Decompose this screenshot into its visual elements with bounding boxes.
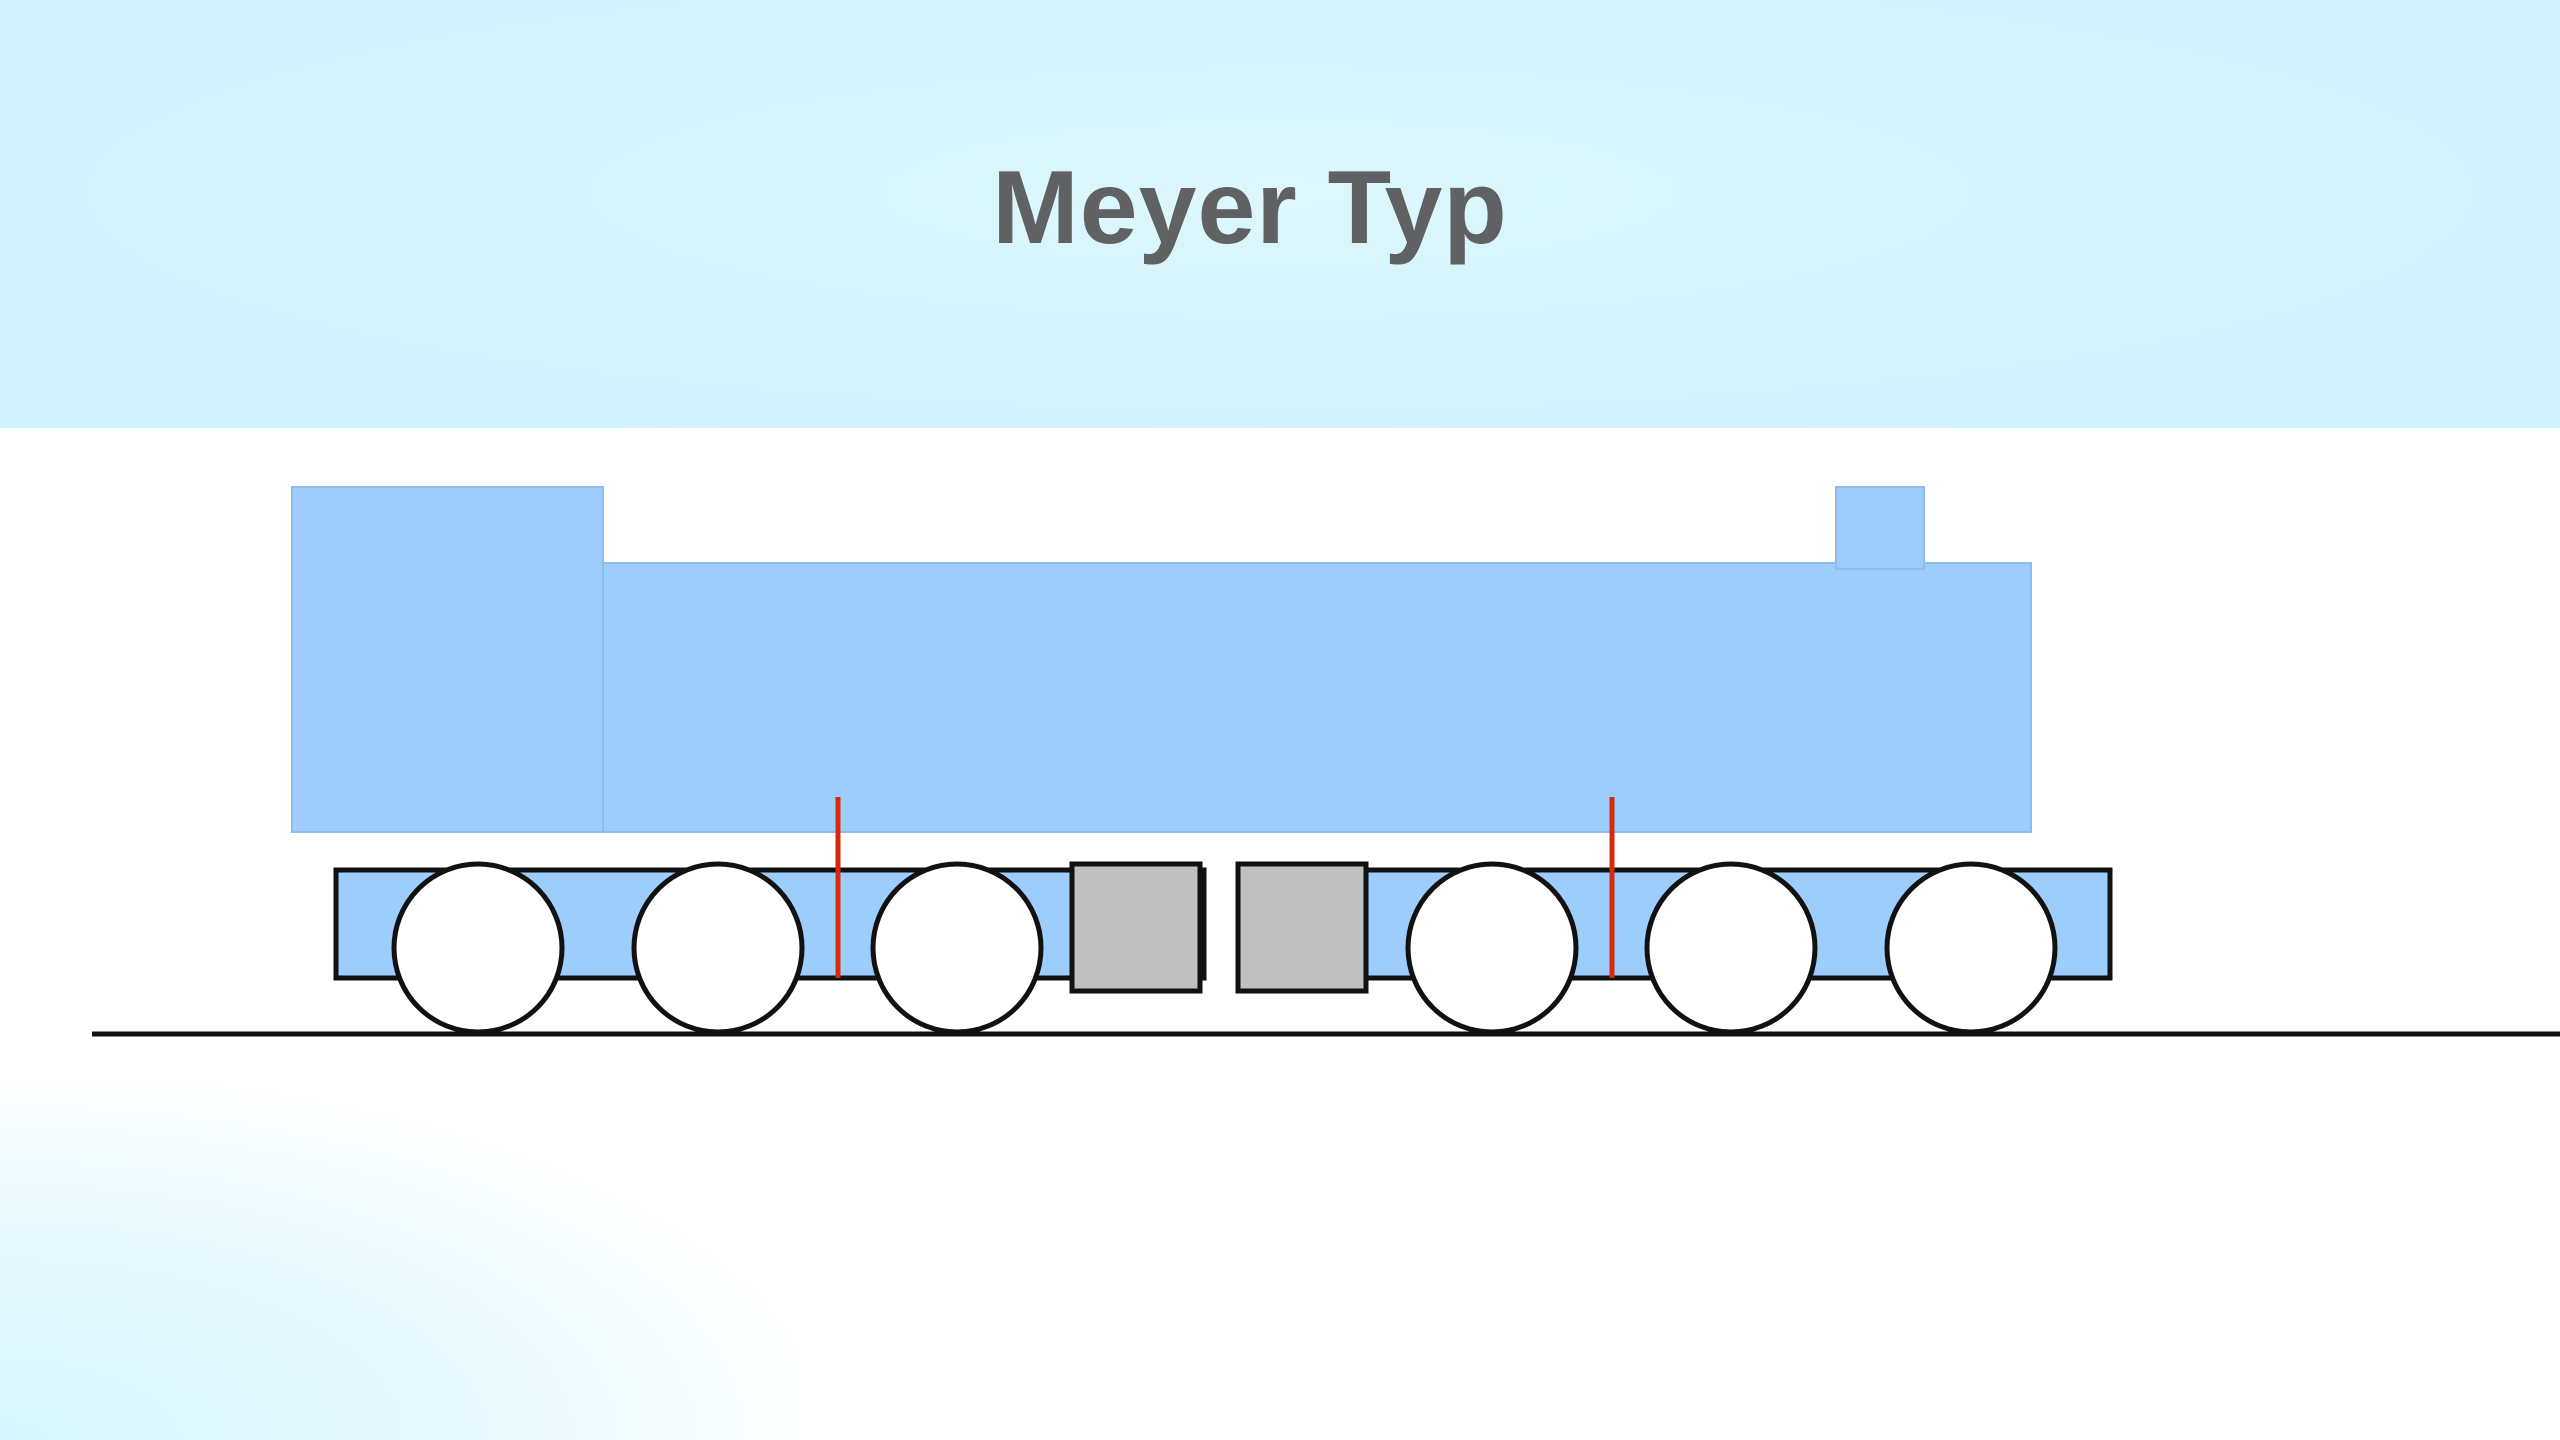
wheel	[870, 861, 1044, 1035]
boiler	[602, 562, 2032, 833]
title-band	[0, 0, 2560, 428]
wheel	[1405, 861, 1579, 1035]
wheel	[1884, 861, 2058, 1035]
cab	[291, 486, 604, 833]
slide-title: Meyer Typ	[992, 150, 1508, 266]
wheel	[1644, 861, 1818, 1035]
background-glow	[0, 1082, 800, 1440]
chimney	[1835, 486, 1925, 570]
wheel	[391, 861, 565, 1035]
locomotive-body	[291, 486, 2032, 833]
wheel	[631, 861, 805, 1035]
cylinder	[1235, 861, 1369, 994]
rear-bogie	[1235, 797, 2113, 1035]
front-bogie	[333, 797, 1207, 1035]
cylinder	[1069, 861, 1203, 994]
